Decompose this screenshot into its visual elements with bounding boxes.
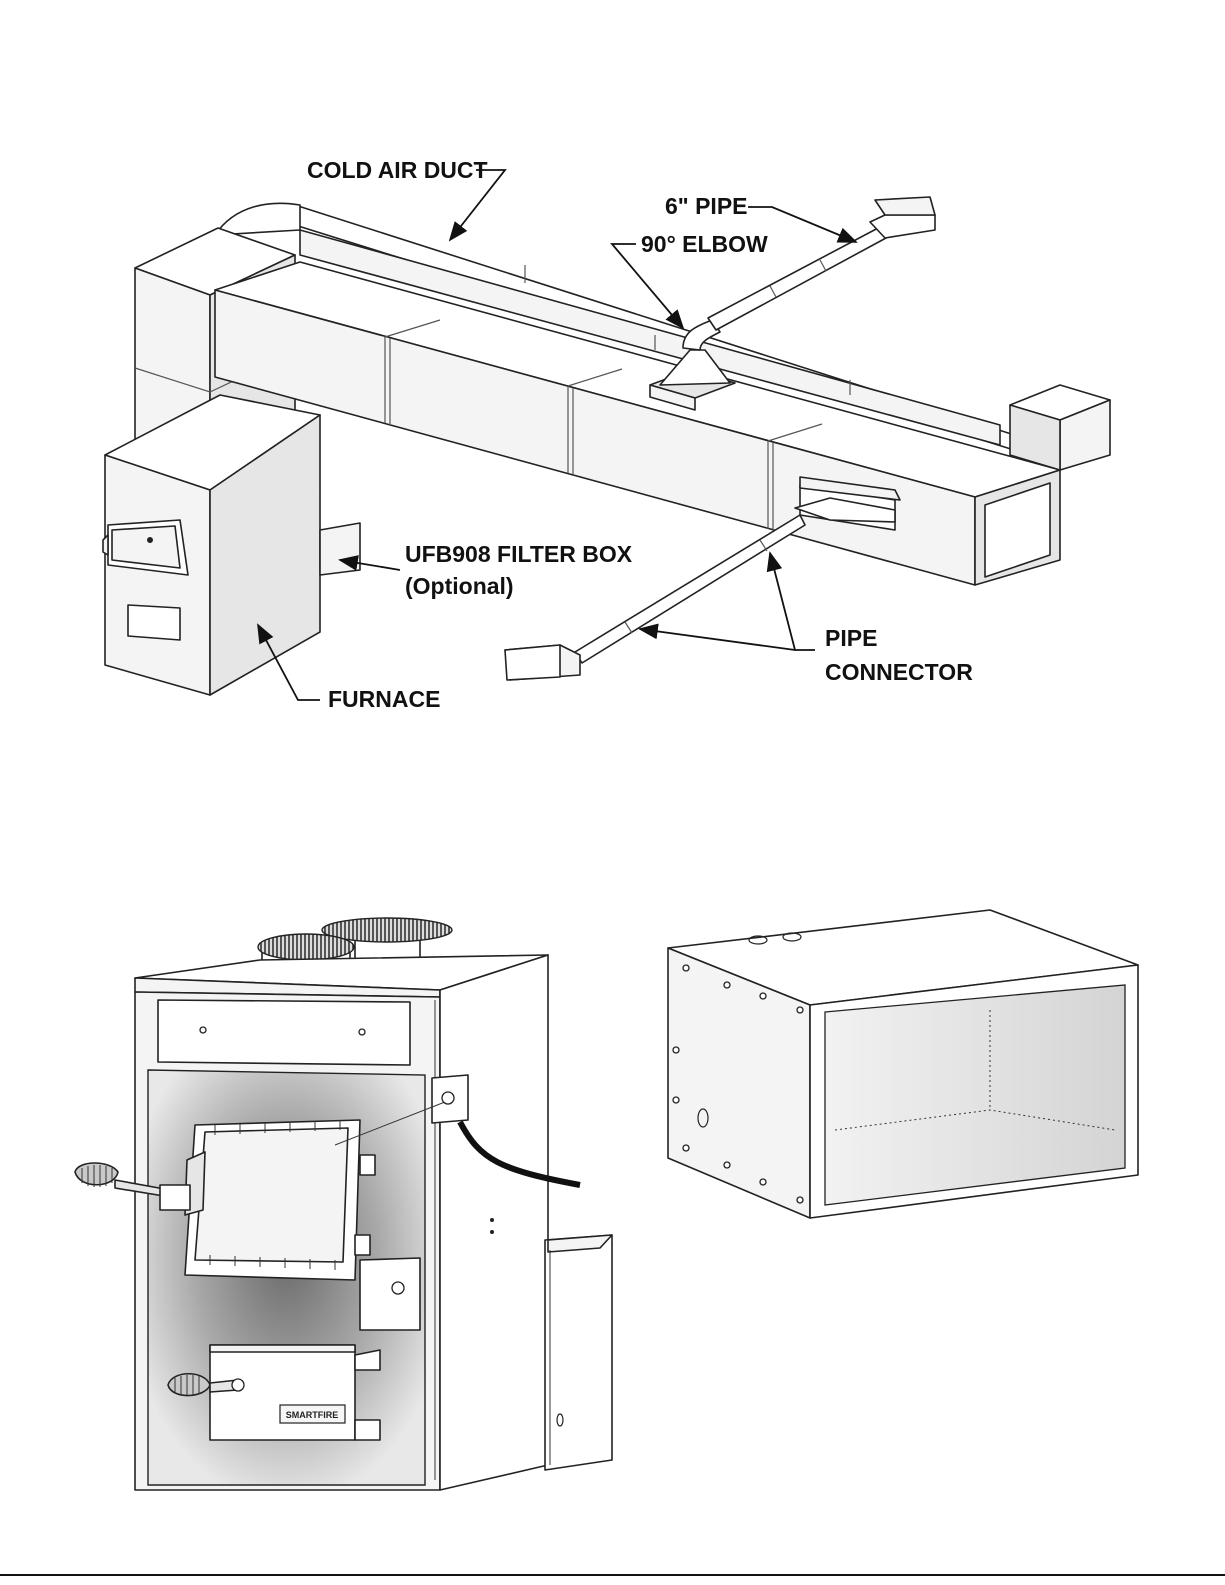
leader-pipe-connector-a [640,629,815,650]
furnace-badge: SMARTFIRE [286,1410,339,1420]
filter-box-drawing [668,910,1138,1218]
label-six-inch-pipe: 6" PIPE [665,193,748,219]
label-pipe: PIPE [825,625,877,651]
label-furnace: FURNACE [328,686,440,712]
label-filter-box-optional: (Optional) [405,573,514,599]
label-cold-air-duct: COLD AIR DUCT [307,157,488,183]
leader-pipe-connector-b [770,553,795,650]
furnace-illustration [103,395,360,695]
label-connector: CONNECTOR [825,659,973,685]
damper-panel [360,1258,420,1330]
end-register-boot [1010,385,1110,470]
side-filter-box [545,1235,612,1470]
label-elbow: 90° ELBOW [641,231,768,257]
duct-system-diagram: COLD AIR DUCT 6" PIPE 90° ELBOW UFB908 F… [103,157,1110,712]
fire-door [185,1120,375,1280]
furnace-detail-drawing: SMARTFIRE [75,918,612,1490]
label-filter-box: UFB908 FILTER BOX [405,541,633,567]
